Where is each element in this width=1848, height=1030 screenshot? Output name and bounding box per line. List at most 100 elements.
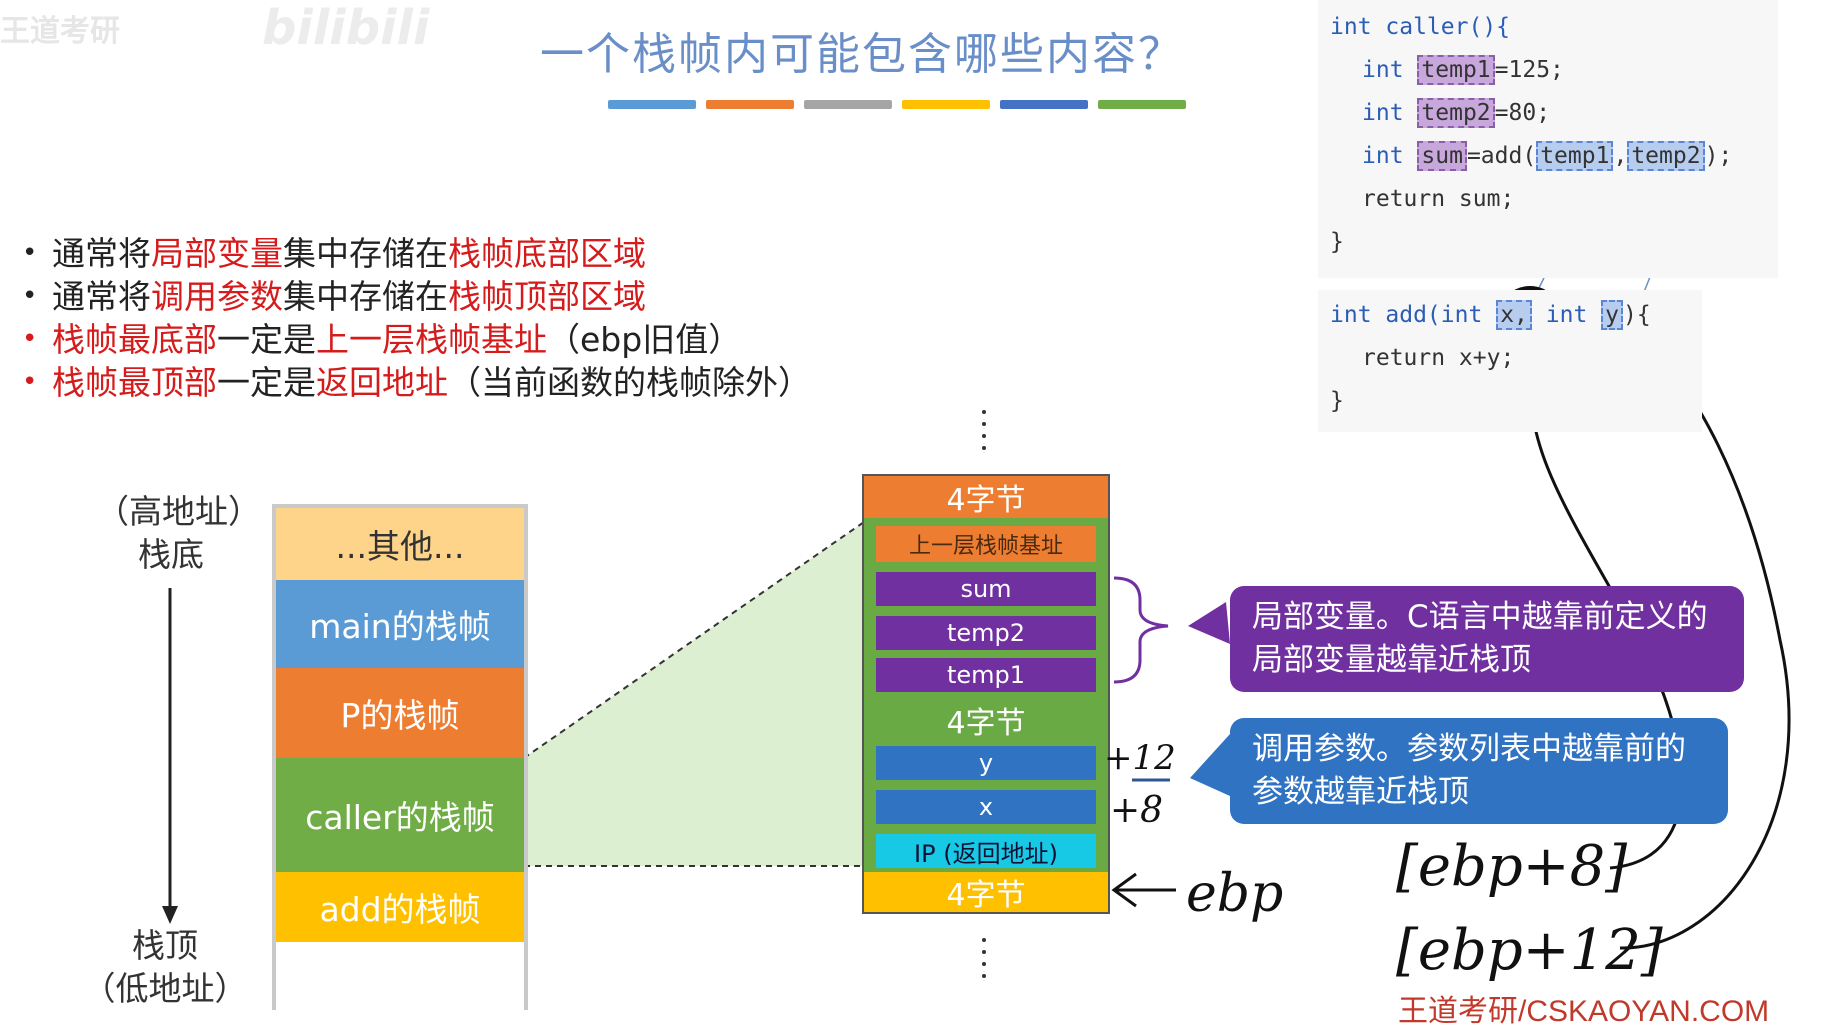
bullet-highlight: 上一层栈帧基址 [316, 320, 547, 359]
stripe [608, 100, 696, 109]
code-keyword: int [1362, 100, 1404, 126]
stripe [706, 100, 794, 109]
handwritten-plus12: +12 [1104, 738, 1176, 778]
code-line: return sum; [1362, 186, 1514, 212]
low-address-label: （低地址） [82, 969, 248, 1008]
code-text: return sum; [1362, 186, 1515, 212]
locals-brace [1113, 576, 1169, 684]
code-text: , [1613, 143, 1628, 169]
frame-zoom-area [524, 522, 864, 866]
bullet-text: 集中存储在 [283, 277, 448, 316]
code-text: =80; [1494, 100, 1551, 126]
locals-callout-pointer [1188, 602, 1230, 644]
frame-param-x: x [876, 790, 1096, 824]
handwritten-ebp: ebp [1186, 864, 1284, 924]
stack-block-add: add的栈帧 [276, 872, 524, 942]
bullet-highlight: 栈帧最底部 [52, 320, 217, 359]
stripe [1098, 100, 1186, 109]
stack-block-other: ...其他... [276, 508, 524, 580]
bullet-highlight: 栈帧顶部区域 [448, 277, 646, 316]
bullet-item: • 栈帧最顶部一定是返回地址（当前函数的栈帧除外） [22, 361, 811, 404]
frame-bottom-bytes: 4字节 [864, 872, 1108, 913]
frame-local-temp1: temp1 [876, 658, 1096, 692]
stack-block-caller: caller的栈帧 [276, 758, 524, 872]
frame-local-sum: sum [876, 572, 1096, 606]
code-text: } [1330, 229, 1344, 255]
ellipsis-dots-top [982, 410, 986, 450]
code-line: int caller(){ [1330, 14, 1510, 40]
bullet-dot: • [22, 238, 38, 268]
code-arg-temp2: temp2 [1627, 141, 1705, 171]
code-var-sum: sum [1417, 141, 1467, 171]
ebp-arrow-head-icon [1111, 872, 1137, 908]
code-param-x: x, [1496, 300, 1532, 330]
stack-top-label: 栈顶 （低地址） [80, 924, 250, 1010]
bilibili-watermark: bilibili [262, 0, 430, 56]
code-line: return x+y; [1362, 345, 1514, 371]
stripe [1000, 100, 1088, 109]
code-text: } [1330, 388, 1344, 414]
code-keyword: int [1362, 143, 1404, 169]
bullet-dot: • [22, 367, 38, 397]
stripe [804, 100, 892, 109]
bullet-dot: • [22, 281, 38, 311]
code-line: } [1330, 229, 1344, 255]
code-param-y: y [1601, 300, 1624, 330]
code-line: int temp1=125; [1362, 55, 1564, 85]
handwritten-ebp-plus-12: [ebp+12] [1396, 918, 1663, 983]
stack-block-p: P的栈帧 [276, 668, 524, 758]
bullet-item: • 通常将局部变量集中存储在栈帧底部区域 [22, 232, 811, 275]
bullet-list: • 通常将局部变量集中存储在栈帧底部区域 • 通常将调用参数集中存储在栈帧顶部区… [22, 232, 811, 404]
code-var-temp1: temp1 [1417, 55, 1495, 85]
bullet-text: 一定是 [217, 363, 316, 402]
bullet-item: • 通常将调用参数集中存储在栈帧顶部区域 [22, 275, 811, 318]
stack-frame-detail: 4字节 上一层栈帧基址 sum temp2 temp1 4字节 y x IP (… [862, 474, 1110, 914]
zoom-guide-line [523, 521, 865, 759]
stack-block-main: main的栈帧 [276, 580, 524, 668]
handwritten-plus8: +8 [1110, 790, 1164, 831]
bullet-text: 通常将 [52, 277, 151, 316]
watermark-text: 王道考研 [0, 14, 120, 49]
code-line: int sum=add(temp1,temp2); [1362, 141, 1733, 171]
caller-signature: int caller(){ [1330, 14, 1511, 40]
code-text: ); [1704, 143, 1733, 169]
bullet-text: 通常将 [52, 234, 151, 273]
code-line: } [1330, 388, 1344, 414]
frame-base-address: 上一层栈帧基址 [876, 526, 1096, 562]
stripe [902, 100, 990, 109]
code-line: int add(int x, int y){ [1330, 300, 1651, 330]
stack-bottom-label: （高地址） 栈底 [96, 490, 261, 576]
frame-param-y: y [876, 746, 1096, 780]
frame-return-address: IP (返回地址) [876, 834, 1096, 868]
code-text: =add( [1466, 143, 1537, 169]
handwritten-ebp-plus-8: [ebp+8] [1396, 834, 1628, 899]
bullet-highlight: 调用参数 [151, 277, 283, 316]
stack-top-text: 栈顶 [132, 926, 198, 965]
arrow-head-icon [162, 906, 178, 924]
bullet-text: （当前函数的栈帧除外） [448, 363, 811, 402]
caller-code-panel [1318, 0, 1778, 278]
code-var-temp2: temp2 [1417, 98, 1495, 128]
ellipsis-dots-bottom [982, 938, 986, 978]
locals-callout: 局部变量。C语言中越靠前定义的局部变量越靠近栈顶 [1230, 586, 1744, 692]
frame-mid-bytes: 4字节 [946, 706, 1026, 741]
title-color-stripes [608, 100, 1186, 109]
code-text: =125; [1494, 57, 1564, 83]
params-callout-pointer [1190, 734, 1230, 796]
bullet-highlight: 返回地址 [316, 363, 448, 402]
code-line: int temp2=80; [1362, 98, 1551, 128]
code-text: return x+y; [1362, 345, 1515, 371]
footer-brand: 王道考研/CSKAOYAN.COM [1398, 995, 1770, 1028]
code-text: ){ [1623, 302, 1651, 328]
bullet-dot: • [22, 324, 38, 354]
bullet-text: 集中存储在 [283, 234, 448, 273]
code-keyword: int [1545, 302, 1588, 328]
frame-local-temp2: temp2 [876, 616, 1096, 650]
bullet-highlight: 局部变量 [151, 234, 283, 273]
high-address-label: （高地址） [96, 492, 261, 531]
bullet-highlight: 栈帧最顶部 [52, 363, 217, 402]
bullet-item: • 栈帧最底部一定是上一层栈帧基址（ebp旧值） [22, 318, 811, 361]
code-arg-temp1: temp1 [1536, 141, 1614, 171]
add-signature: int add(int [1330, 302, 1483, 328]
frame-top-bytes: 4字节 [864, 476, 1108, 518]
